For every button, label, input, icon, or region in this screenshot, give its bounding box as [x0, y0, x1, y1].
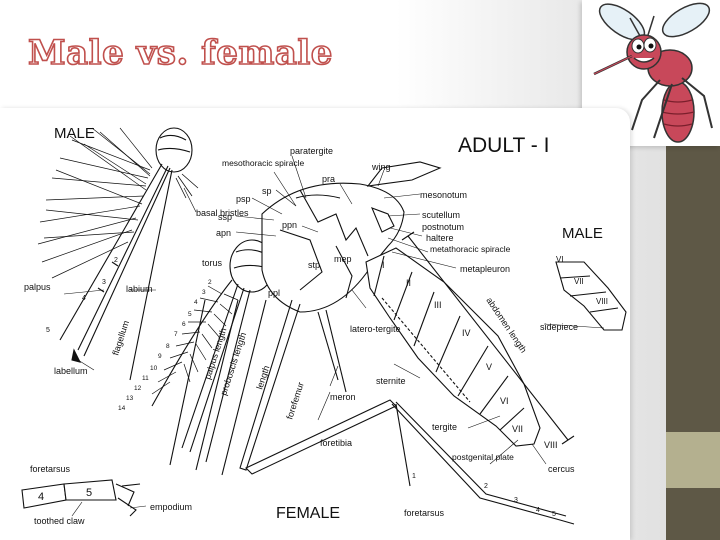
decorative-sidebar-accent [666, 432, 720, 488]
flagellum-number: 6 [182, 321, 186, 328]
abdomen-segment-i: I [382, 260, 385, 270]
male-head-label: MALE [54, 125, 95, 142]
label-mesonotum: mesonotum [420, 190, 467, 200]
label-psp: psp [236, 194, 251, 204]
label-scutellum: scutellum [422, 210, 460, 220]
slide-title: Male vs. female [28, 36, 333, 70]
flagellum-number: 11 [142, 375, 149, 382]
label-paratergite: paratergite [290, 146, 333, 156]
label-toothed-claw: toothed claw [34, 516, 85, 526]
flagellum-number: 5 [188, 311, 192, 318]
tarsus-number: 1 [412, 473, 416, 480]
label-ppl: ppl [268, 288, 280, 298]
label-pra: pra [322, 174, 335, 184]
label-stp: stp [308, 260, 320, 270]
label-cercus: cercus [548, 464, 575, 474]
tarsus-number: 5 [552, 511, 556, 518]
abdomen-segment-iii: III [434, 300, 442, 310]
inset-foretarsus-title: foretarsus [30, 464, 71, 474]
palpus-segment-4: 4 [82, 295, 86, 302]
tarsus-number: 4 [536, 507, 540, 514]
flagellum-number: 7 [174, 331, 178, 338]
label-postnotum: postnotum [422, 222, 464, 232]
label-foretibia: foretibia [320, 438, 352, 448]
label-metapleuron: metapleuron [460, 264, 510, 274]
diagram-heading: ADULT - I [458, 134, 549, 157]
label-latero-tergite: latero-tergite [350, 324, 401, 334]
flagellum-number: 2 [208, 279, 212, 286]
tarsus-number: 2 [484, 483, 488, 490]
flagellum-number: 3 [202, 289, 206, 296]
flagellum-number: 4 [194, 299, 198, 306]
flagellum-number: 14 [118, 405, 126, 412]
label-sp: sp [262, 186, 272, 196]
mosquito-anatomy-diagram: ADULT - I MALE MALE FEMALE basal bristle… [0, 108, 630, 540]
label-labium: labium [126, 284, 153, 294]
flagellum-number: 12 [134, 385, 142, 392]
tarsus-number: 3 [514, 497, 518, 504]
abdomen-segment-ii: II [406, 278, 411, 288]
label-metathoracic-spiracle: metathoracic spiracle [430, 244, 511, 254]
label-length: length [254, 364, 271, 390]
inset-segment-5: 5 [86, 487, 92, 499]
abdomen-segment-iv: IV [462, 328, 471, 338]
label-wing: wing [371, 162, 391, 172]
label-postgenital-plate: postgenital plate [452, 452, 514, 462]
palpus-segment-3: 3 [102, 279, 106, 286]
label-empodium: empodium [150, 502, 192, 512]
genitalia-segment-vii: VII [574, 277, 584, 286]
inset-segment-4: 4 [38, 491, 44, 503]
label-labellum: labellum [54, 366, 88, 376]
label-apn: apn [216, 228, 231, 238]
flagellum-number: 8 [166, 343, 170, 350]
palpus-segment-2: 2 [114, 257, 118, 264]
male-genitalia-drawing [556, 262, 626, 330]
label-sidepiece: sidepiece [540, 322, 578, 332]
label-forefemur: forefemur [284, 381, 305, 421]
label-ssp: ssp [218, 212, 232, 222]
abdomen-segment-v: V [486, 362, 492, 372]
label-flagellum: flagellum [110, 319, 131, 356]
palpus-segment-5: 5 [46, 327, 50, 334]
label-mep: mep [334, 254, 352, 264]
label-palpus-male: palpus [24, 282, 51, 292]
label-tergite: tergite [432, 422, 457, 432]
abdomen-segment-vi: VI [500, 396, 509, 406]
label-mesothoracic-spiracle: mesothoracic spiracle [222, 158, 304, 168]
label-ppn: ppn [282, 220, 297, 230]
genitalia-segment-viii: VIII [596, 297, 608, 306]
label-foretarsus: foretarsus [404, 508, 445, 518]
label-torus: torus [202, 258, 223, 268]
label-sternite: sternite [376, 376, 406, 386]
label-haltere: haltere [426, 233, 454, 243]
flagellum-number: 10 [150, 365, 158, 372]
flagellum-number: 13 [126, 395, 134, 402]
female-label: FEMALE [276, 505, 340, 522]
label-meron: meron [330, 392, 356, 402]
abdomen-segment-vii: VII [512, 424, 523, 434]
flagellum-number: 9 [158, 353, 162, 360]
male-genitalia-label: MALE [562, 225, 603, 242]
genitalia-segment-vi: VI [556, 255, 564, 264]
abdomen-segment-viii: VIII [544, 440, 558, 450]
